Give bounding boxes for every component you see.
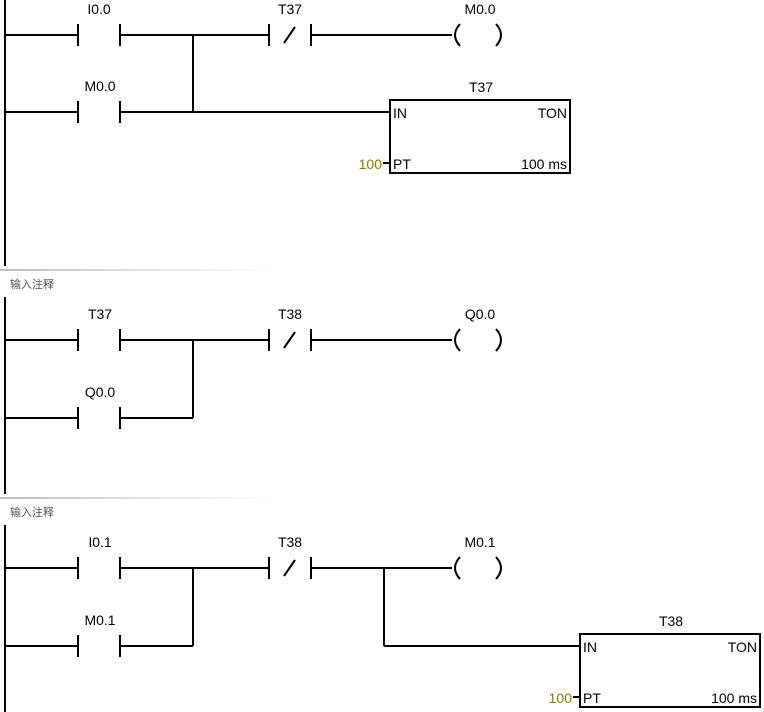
timer-base: 100 ms bbox=[521, 156, 567, 172]
contact-label: I0.1 bbox=[88, 534, 112, 550]
contact-t38-nc[interactable]: T38 bbox=[193, 534, 452, 579]
contact-label: T37 bbox=[88, 306, 112, 322]
timer-t38[interactable]: T38 IN TON PT 100 ms 100 bbox=[549, 613, 761, 708]
timer-name: T38 bbox=[659, 613, 683, 629]
network-2: 输入注释 T37 Q0.0 T38 Q0.0 bbox=[4, 277, 502, 494]
network-comment[interactable]: 输入注释 bbox=[10, 277, 54, 291]
contact-i0-1[interactable]: I0.1 bbox=[5, 534, 193, 579]
timer-in-label: IN bbox=[583, 639, 597, 655]
contact-i0-0[interactable]: I0.0 bbox=[5, 1, 193, 46]
timer-pt-label: PT bbox=[393, 156, 411, 172]
timer-type: TON bbox=[728, 639, 757, 655]
timer-preset-value: 100 bbox=[359, 156, 383, 172]
coil-m0-0[interactable]: M0.0 bbox=[454, 1, 502, 47]
contact-label: Q0.0 bbox=[85, 384, 116, 400]
contact-t38-nc[interactable]: T38 bbox=[193, 306, 452, 351]
coil-label: Q0.0 bbox=[465, 306, 496, 322]
contact-q0-0[interactable]: Q0.0 bbox=[5, 384, 193, 429]
coil-label: M0.1 bbox=[464, 534, 495, 550]
contact-t37[interactable]: T37 bbox=[5, 306, 193, 351]
timer-t37[interactable]: T37 IN TON PT 100 ms 100 bbox=[359, 79, 571, 174]
contact-label: T37 bbox=[278, 1, 302, 17]
contact-label: T38 bbox=[278, 306, 302, 322]
timer-base: 100 ms bbox=[711, 690, 757, 706]
contact-label: I0.0 bbox=[87, 1, 111, 17]
network-3: 输入注释 I0.1 M0.1 T38 M0.1 bbox=[4, 505, 761, 712]
contact-label: M0.0 bbox=[84, 78, 115, 94]
contact-label: T38 bbox=[278, 534, 302, 550]
network-comment[interactable]: 输入注释 bbox=[10, 505, 54, 519]
timer-pt-label: PT bbox=[583, 690, 601, 706]
contact-label: M0.1 bbox=[84, 612, 115, 628]
timer-in-label: IN bbox=[393, 105, 407, 121]
network-separator bbox=[0, 269, 275, 271]
network-1: I0.0 M0.0 T37 M0.0 T37 IN TON bbox=[4, 0, 571, 266]
coil-m0-1[interactable]: M0.1 bbox=[454, 534, 502, 580]
contact-m0-1[interactable]: M0.1 bbox=[5, 612, 193, 657]
coil-label: M0.0 bbox=[464, 1, 495, 17]
contact-m0-0[interactable]: M0.0 bbox=[5, 78, 193, 123]
coil-q0-0[interactable]: Q0.0 bbox=[454, 306, 502, 352]
timer-name: T37 bbox=[469, 79, 493, 95]
contact-t37-nc[interactable]: T37 bbox=[193, 1, 452, 46]
timer-type: TON bbox=[538, 105, 567, 121]
network-separator bbox=[0, 497, 275, 499]
timer-preset-value: 100 bbox=[549, 690, 573, 706]
